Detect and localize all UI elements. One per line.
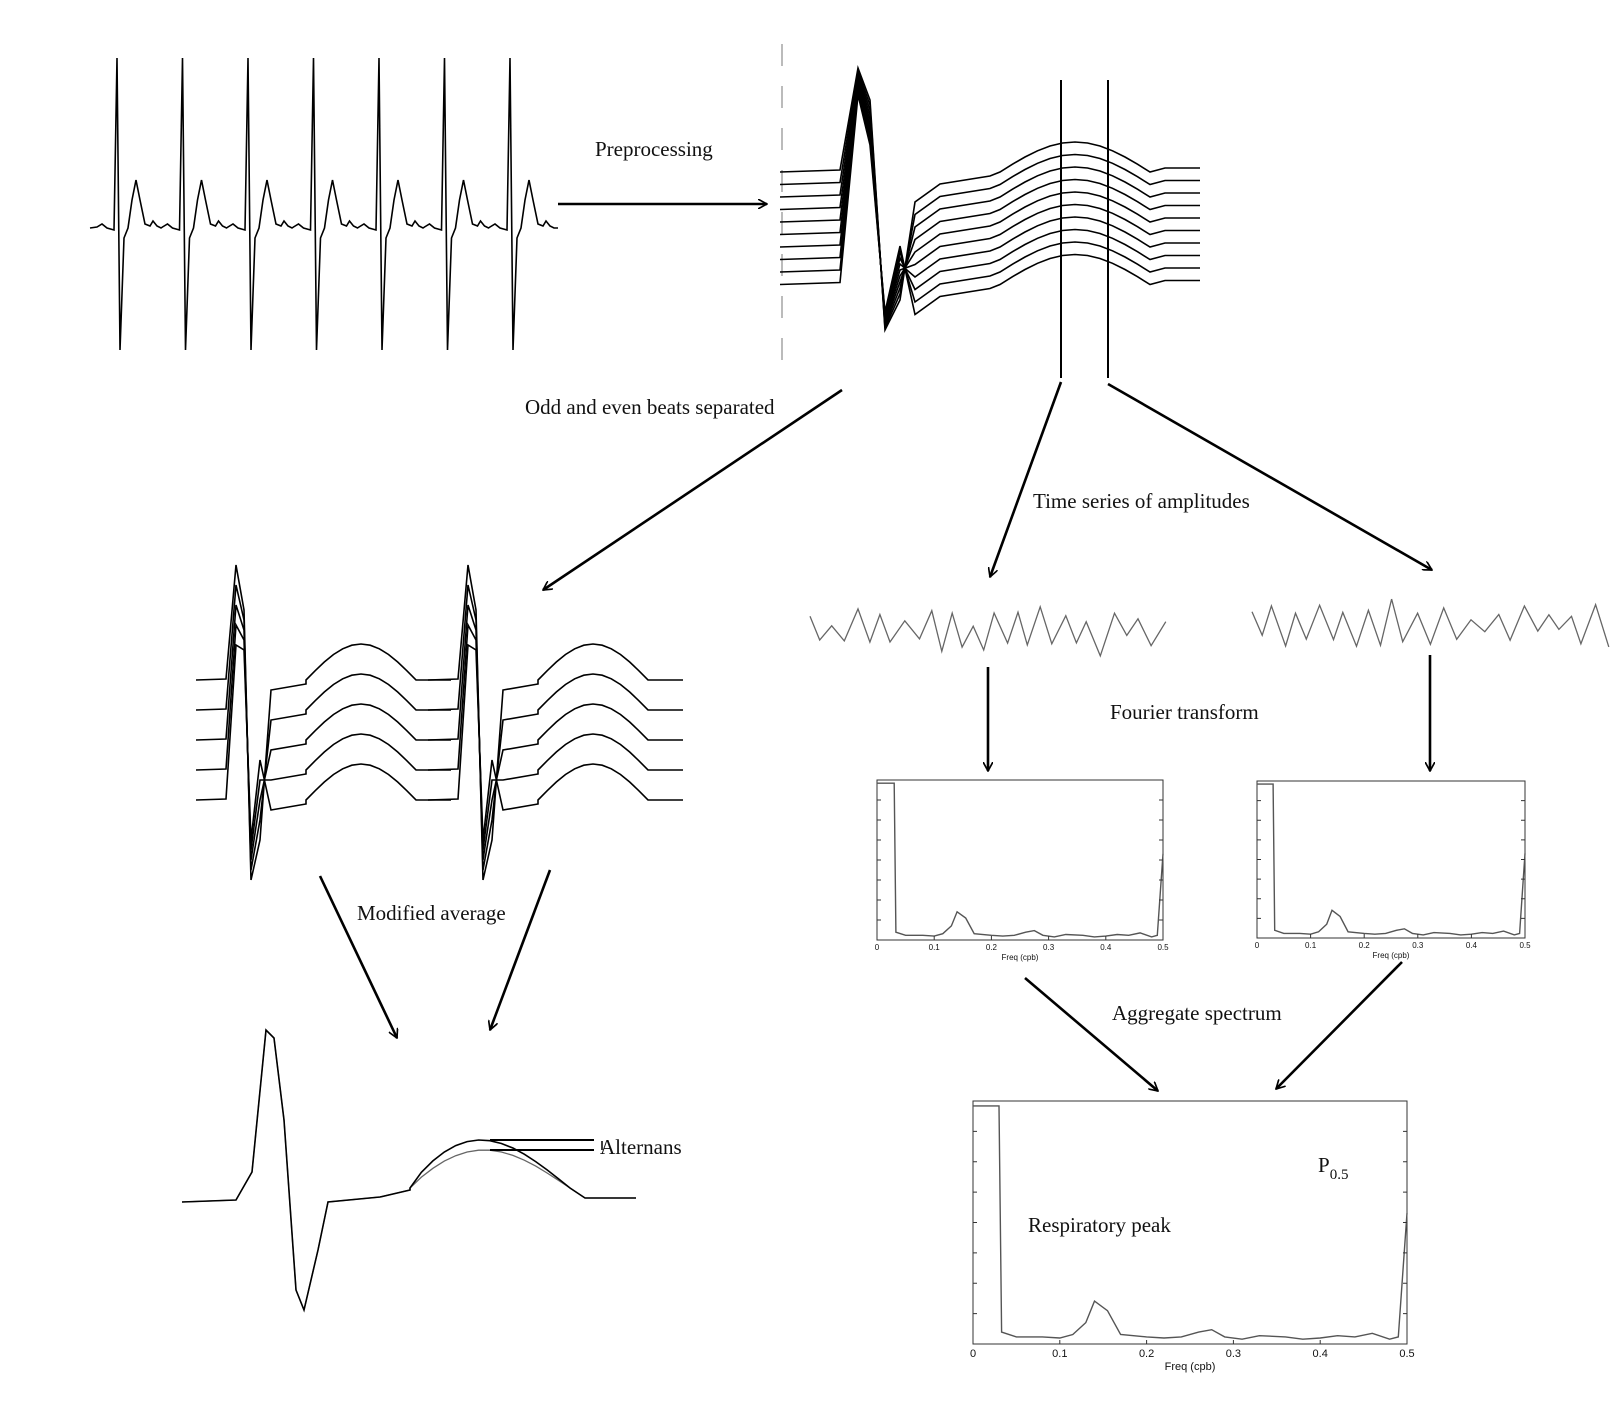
time-series-arrow-right [1107, 382, 1432, 572]
time-series-arrow-left [990, 381, 1063, 577]
aggregate-arrow-right [1276, 961, 1403, 1089]
average-beat-odd [181, 1028, 636, 1313]
separated-beat [427, 643, 683, 841]
aggregate-label: Aggregate spectrum [1112, 1001, 1282, 1025]
spectrum-tick-label: 0.2 [986, 943, 998, 952]
spectrum-tick-label: 0.3 [1226, 1348, 1241, 1360]
spectrum-tick-label: 0.1 [1052, 1348, 1067, 1360]
odd-even-label: Odd and even beats separated [525, 395, 775, 419]
spectrum-curve [877, 782, 1164, 938]
odd-beats-stack [195, 564, 451, 881]
separated-beat [195, 643, 451, 841]
odd-even-arrow [543, 388, 843, 592]
spectrum-tick-label: 0.1 [1305, 941, 1317, 950]
alternans-label: Alternans [600, 1135, 682, 1159]
spectrum-xlabel: Freq (cpb) [1373, 951, 1410, 960]
aligned-beats-stack [779, 64, 1200, 334]
even-beats-stack [427, 564, 683, 881]
fourier-label: Fourier transform [1110, 700, 1259, 724]
spectrum-xlabel: Freq (cpb) [1165, 1361, 1216, 1373]
amplitude-series-left [809, 604, 1167, 658]
modified-average-arrow-left [318, 875, 397, 1038]
average-beat-even [181, 1028, 636, 1313]
p-label: P0.5 [1318, 1153, 1348, 1183]
spectrum-xlabel: Freq (cpb) [1002, 953, 1039, 962]
spectrum-tick-label: 0.1 [929, 943, 941, 952]
time-series-label: Time series of amplitudes [1033, 489, 1250, 513]
spectrum-curve [973, 1105, 1408, 1340]
modified-average-arrow-right [490, 869, 552, 1030]
aggregate-arrow-left [1024, 977, 1158, 1091]
modified-average-label: Modified average [357, 901, 506, 925]
spectrum-curve [1257, 783, 1526, 936]
aligned-beat [779, 94, 1200, 316]
spectrum-tick-label: 0.5 [1399, 1348, 1414, 1360]
respiratory-peak-label: Respiratory peak [1028, 1213, 1171, 1237]
raw-ecg-strip [89, 57, 558, 351]
spectrum-tick-label: 0 [970, 1348, 976, 1360]
spectrum-tick-label: 0.2 [1139, 1348, 1154, 1360]
spectrum-tick-label: 0.5 [1519, 941, 1531, 950]
spectrum-tick-label: 0.2 [1359, 941, 1371, 950]
spectrum-tick-label: 0.5 [1157, 943, 1169, 952]
preprocessing-label: Preprocessing [595, 137, 713, 161]
spectrum-tick-label: 0.4 [1466, 941, 1478, 950]
amplitude-series-right [1251, 598, 1610, 649]
spectrum-tick-label: 0 [1255, 941, 1260, 950]
spectrum-tick-label: 0.3 [1043, 943, 1055, 952]
spectrum-tick-label: 0.4 [1100, 943, 1112, 952]
spectrum-tick-label: 0.3 [1412, 941, 1424, 950]
spectrum-tick-label: 0 [875, 943, 880, 952]
spectrum-tick-label: 0.4 [1313, 1348, 1328, 1360]
